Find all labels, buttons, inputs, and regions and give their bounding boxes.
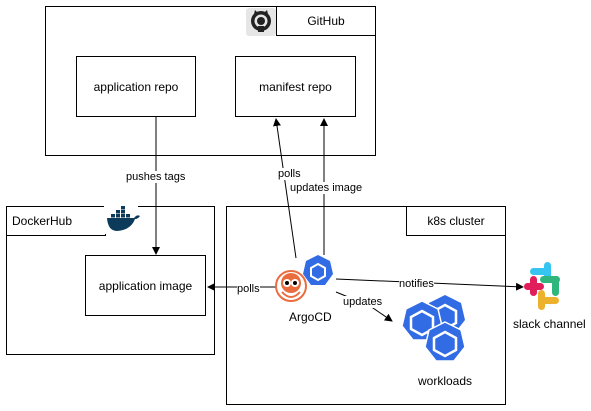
label-pushes-tags: pushes tags <box>126 171 186 183</box>
manifest-repo-box[interactable]: manifest repo <box>235 56 356 117</box>
application-repo-box[interactable]: application repo <box>76 56 196 117</box>
slack-channel-label: slack channel <box>513 317 586 331</box>
application-image-box[interactable]: application image <box>85 255 206 316</box>
label-polls-image: polls <box>237 283 260 295</box>
github-title: GitHub <box>276 6 376 36</box>
argocd-icon <box>275 270 307 302</box>
label-updates: updates <box>343 296 383 308</box>
label-updates-image: updates image <box>290 182 363 194</box>
workloads-icon <box>401 295 466 362</box>
workloads-label: workloads <box>418 374 473 388</box>
label-notifies: notifies <box>399 278 434 290</box>
label-polls-manifest: polls <box>278 168 301 180</box>
edge-polls-manifest <box>273 118 297 259</box>
docker-whale-icon <box>104 206 140 234</box>
slack-icon <box>524 262 560 310</box>
dockerhub-title: DockerHub <box>6 206 106 236</box>
github-icon <box>246 8 276 36</box>
argocd-label: ArgoCD <box>289 310 332 324</box>
k8s-cluster-title: k8s cluster <box>406 206 506 236</box>
kubernetes-icon <box>303 255 333 285</box>
